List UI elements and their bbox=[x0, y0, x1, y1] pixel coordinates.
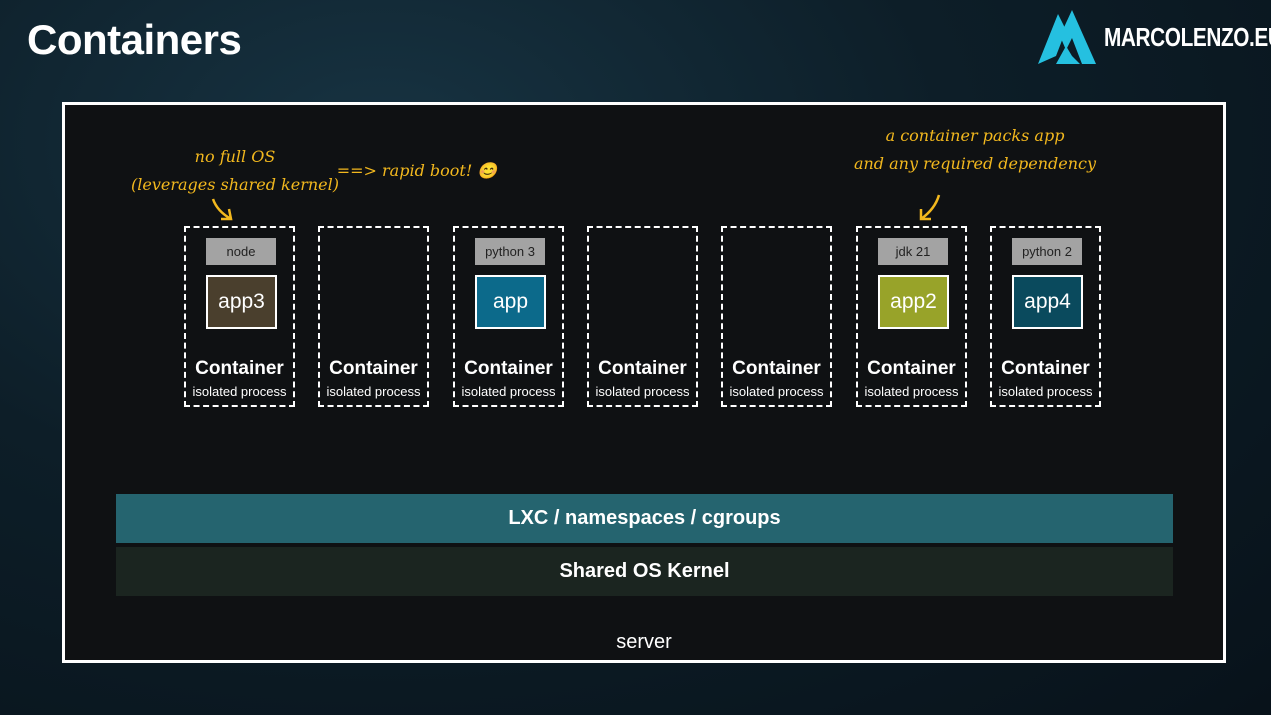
app-box: app4 bbox=[1012, 275, 1083, 329]
runtime-tag: python 3 bbox=[475, 238, 545, 265]
runtime-tag: node bbox=[206, 238, 276, 265]
container-subtitle: isolated process bbox=[595, 384, 690, 399]
note-packs-dependency: a container packs app and any required d… bbox=[825, 122, 1125, 178]
container-title: Container bbox=[867, 358, 956, 379]
container-box: Container isolated process bbox=[721, 226, 832, 407]
container-subtitle: isolated process bbox=[998, 384, 1093, 399]
container-title: Container bbox=[1001, 358, 1090, 379]
note-line: a container packs app bbox=[885, 126, 1065, 145]
container-subtitle: isolated process bbox=[326, 384, 421, 399]
note-rapid-boot: ==> rapid boot! 😊 bbox=[336, 161, 498, 180]
server-frame: no full OS (leverages shared kernel) ==>… bbox=[62, 102, 1226, 663]
runtime-tag: jdk 21 bbox=[878, 238, 948, 265]
container-title: Container bbox=[464, 358, 553, 379]
arrow-down-icon bbox=[211, 198, 233, 221]
arrow-down-icon bbox=[919, 194, 941, 221]
container-box: Container isolated process bbox=[587, 226, 698, 407]
kernel-layer: Shared OS Kernel bbox=[116, 547, 1173, 596]
server-label: server bbox=[616, 631, 672, 653]
note-line: no full OS bbox=[194, 147, 276, 166]
container-title: Container bbox=[195, 358, 284, 379]
container-title: Container bbox=[732, 358, 821, 379]
container-subtitle: isolated process bbox=[192, 384, 287, 399]
slide-title: Containers bbox=[27, 16, 242, 63]
container-box: Container isolated process bbox=[318, 226, 429, 407]
container-title: Container bbox=[598, 358, 687, 379]
app-box: app2 bbox=[878, 275, 949, 329]
container-subtitle: isolated process bbox=[461, 384, 556, 399]
logo: MARCOLENZO.EU bbox=[1036, 6, 1271, 68]
note-line: and any required dependency bbox=[853, 154, 1097, 173]
app-box: app bbox=[475, 275, 546, 329]
container-title: Container bbox=[329, 358, 418, 379]
app-box: app3 bbox=[206, 275, 277, 329]
logo-mark-icon bbox=[1038, 10, 1096, 64]
container-subtitle: isolated process bbox=[729, 384, 824, 399]
runtime-tag: python 2 bbox=[1012, 238, 1082, 265]
note-no-full-os: no full OS (leverages shared kernel) bbox=[105, 143, 365, 199]
lxc-layer: LXC / namespaces / cgroups bbox=[116, 494, 1173, 543]
logo-text: MARCOLENZO.EU bbox=[1104, 21, 1271, 52]
container-subtitle: isolated process bbox=[864, 384, 959, 399]
note-line: (leverages shared kernel) bbox=[131, 175, 339, 194]
